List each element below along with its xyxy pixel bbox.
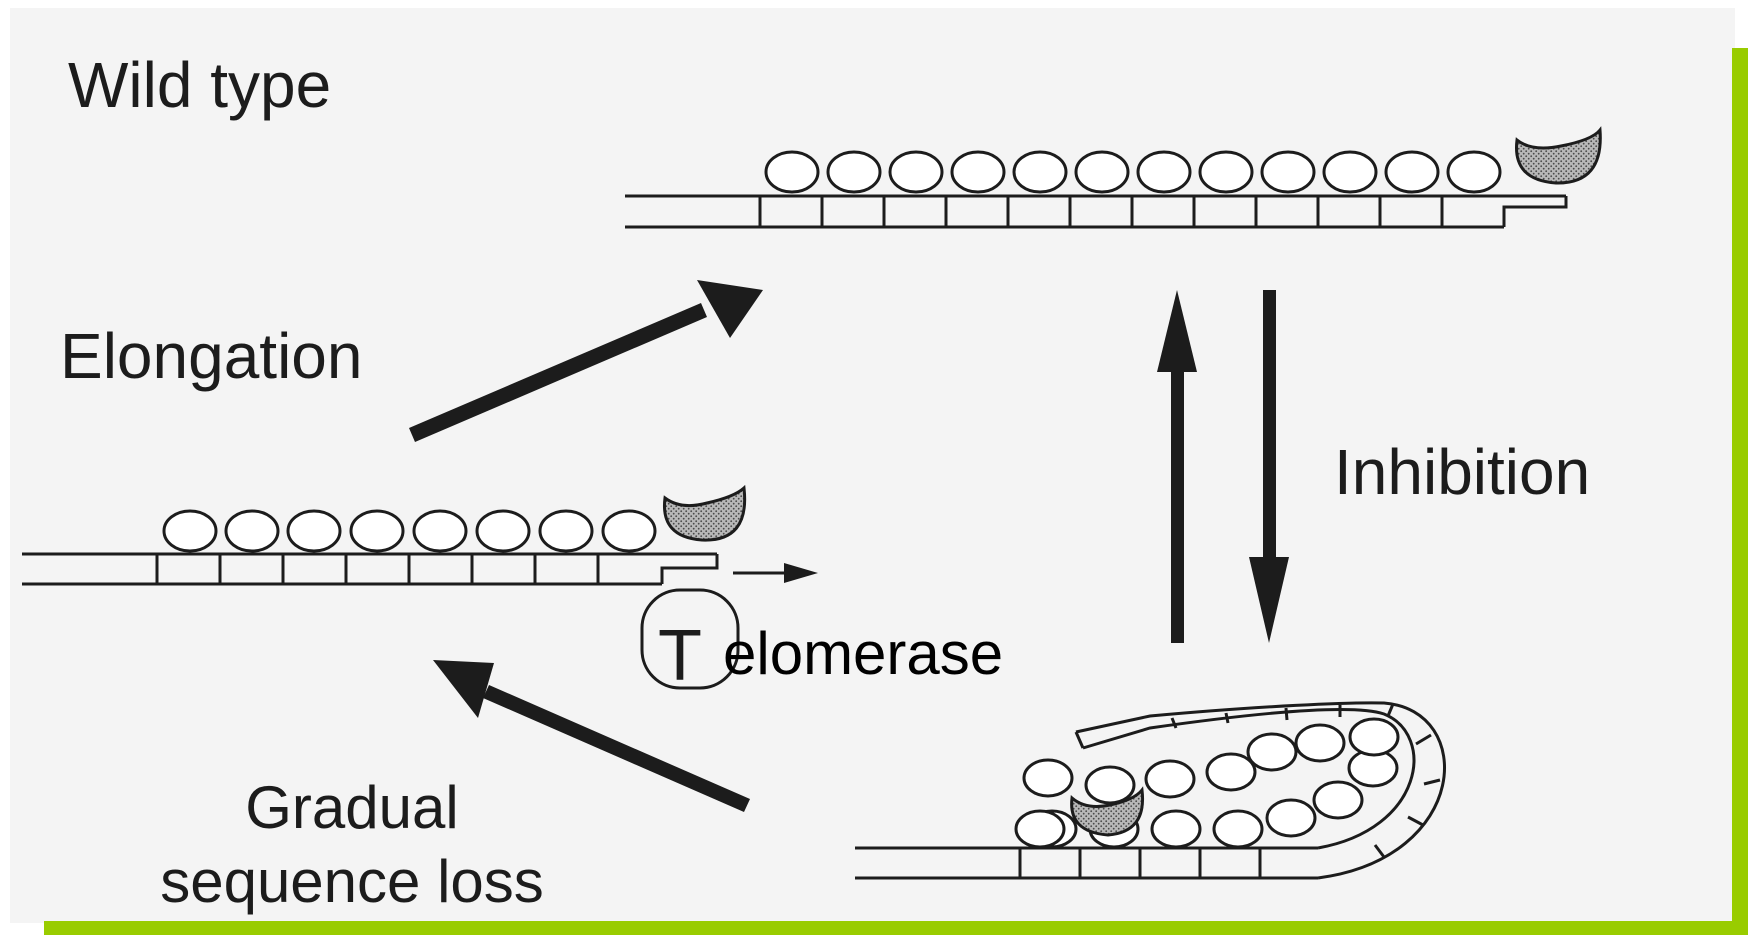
wild-type-label: Wild type (68, 49, 331, 121)
elongation-label: Elongation (60, 320, 362, 392)
frame-accent-bottom (44, 921, 1748, 935)
gradual-label-line2: sequence loss (160, 848, 544, 915)
telomerase-label: elomerase (723, 620, 1003, 687)
frame-accent-right (1732, 48, 1748, 931)
inhibition-label: Inhibition (1334, 436, 1590, 508)
telomerase-initial: T (658, 616, 702, 696)
gradual-label-line1: Gradual (245, 774, 458, 841)
